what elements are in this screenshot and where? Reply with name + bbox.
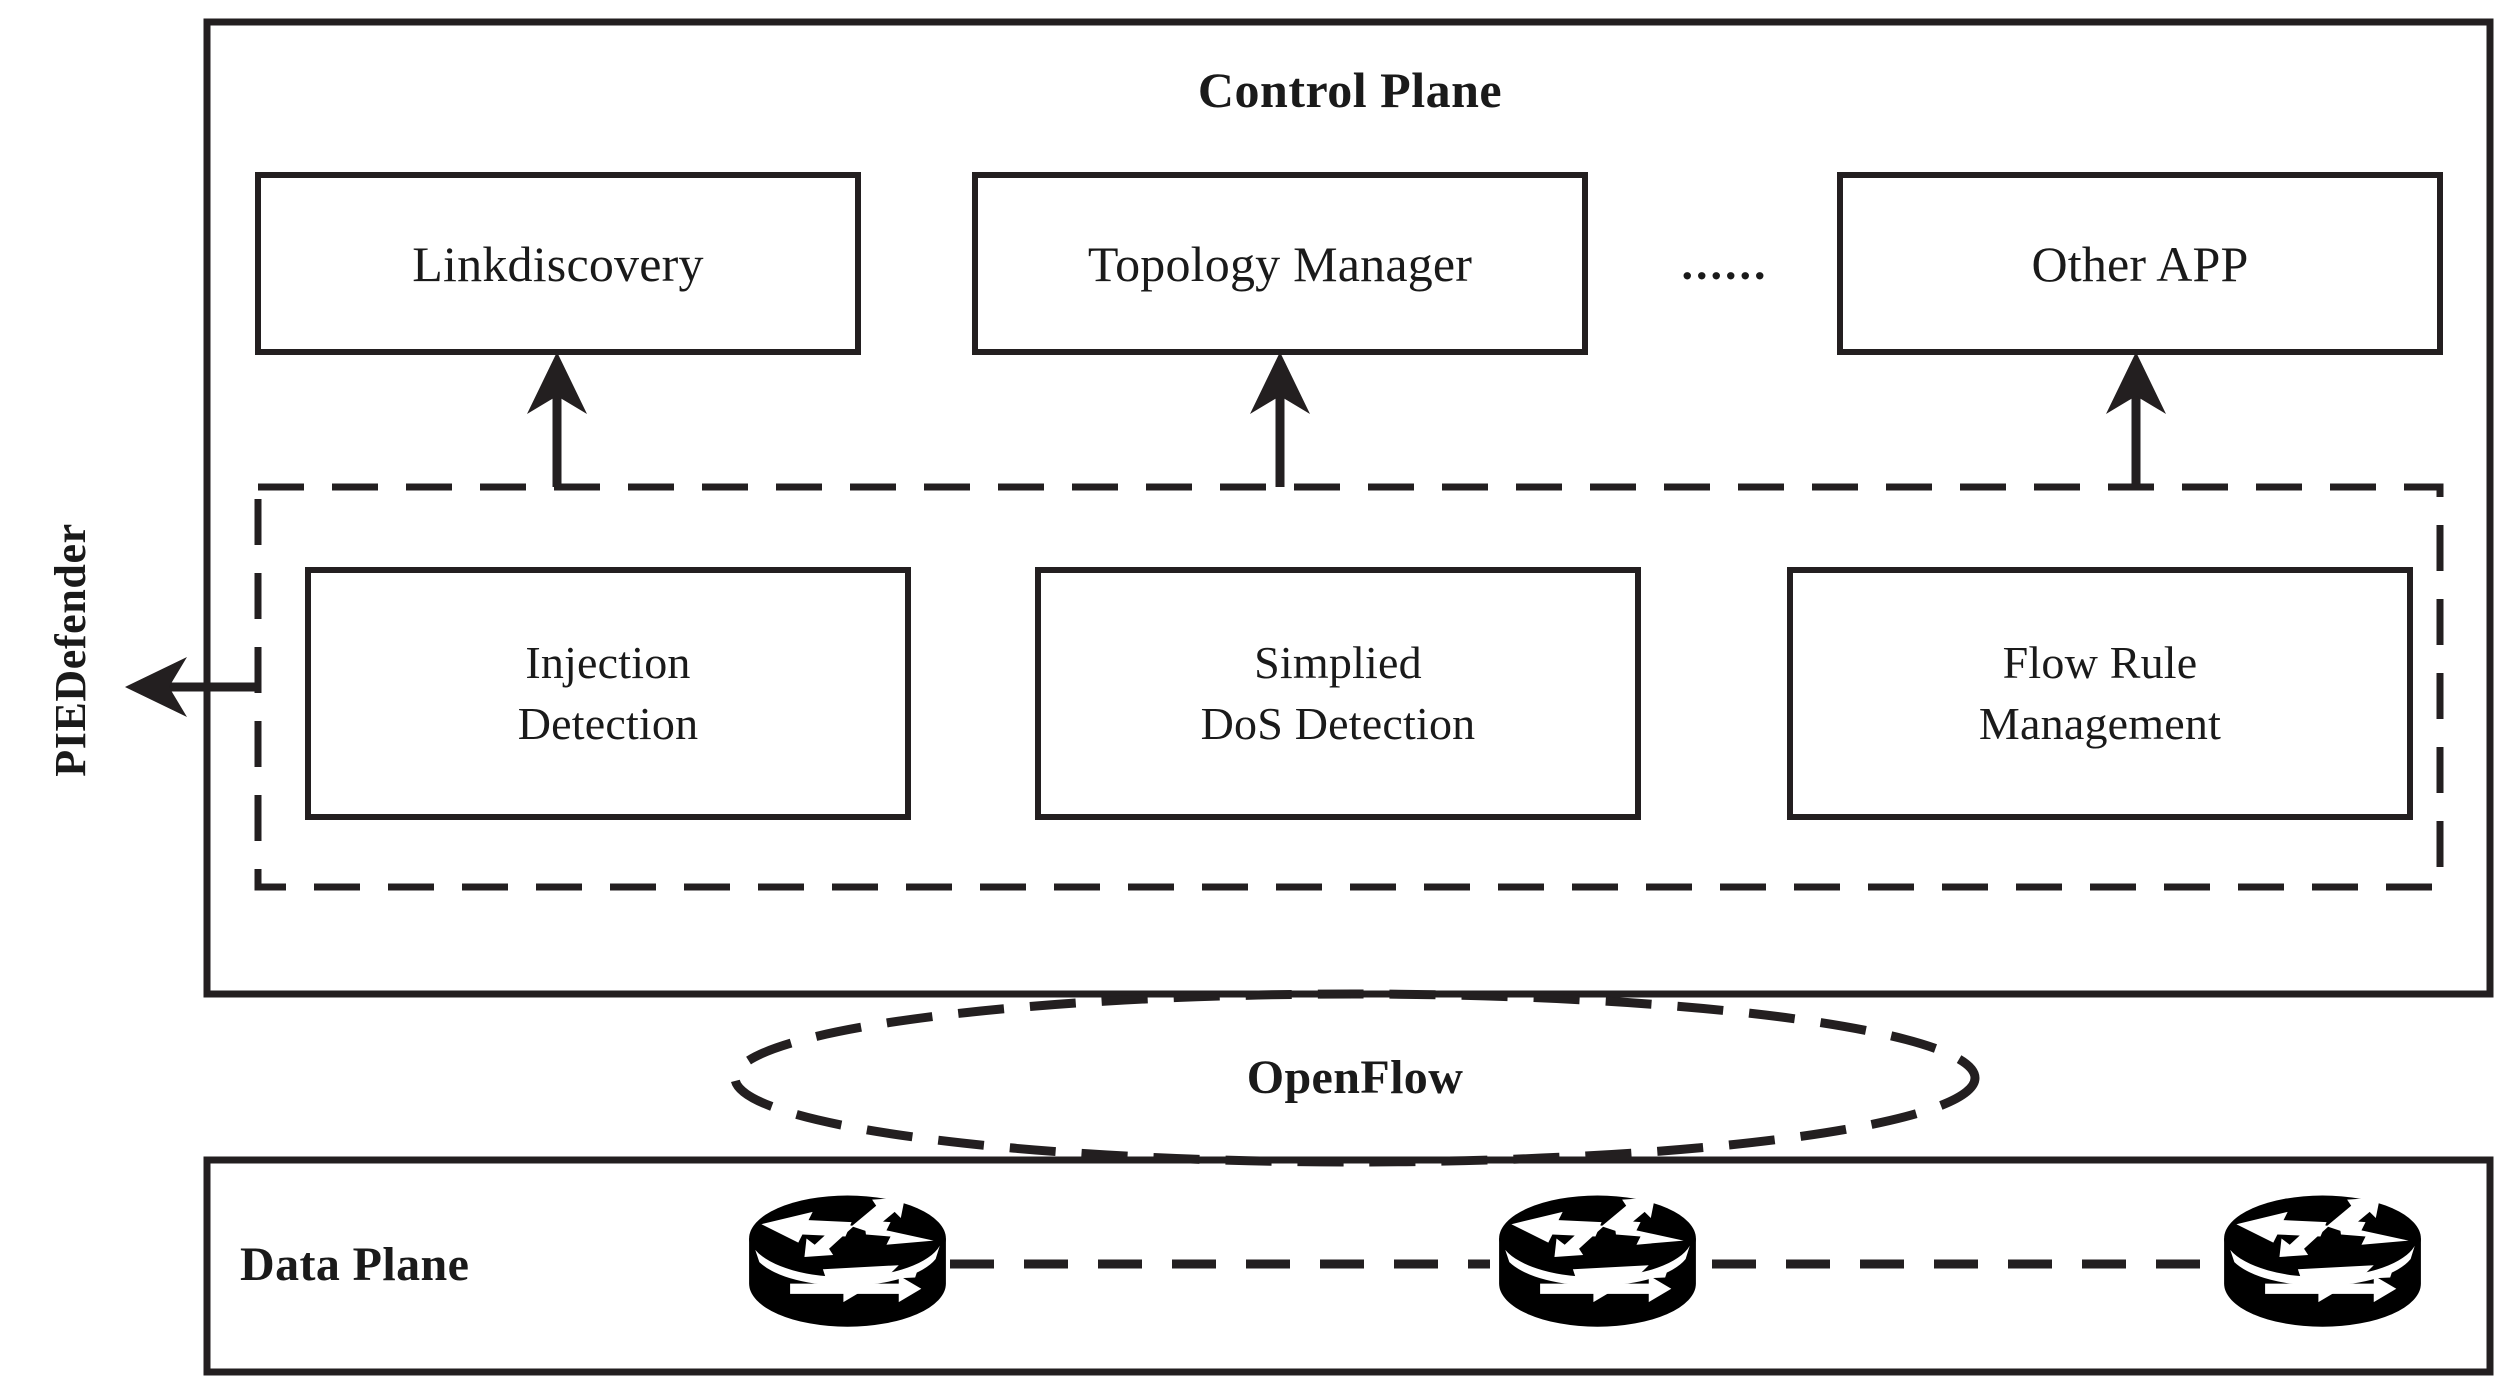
module-label-simplied-dos-detection: Simplied DoS Detection <box>1038 570 1638 817</box>
module-line-2: Detection <box>517 697 699 749</box>
module-label-injection-detection: Injection Detection <box>308 570 908 817</box>
module-box-flow-rule-management <box>1787 567 2413 820</box>
app-label-linkdiscovery: Linkdiscovery <box>412 235 704 292</box>
app-box-linkdiscovery <box>255 172 861 355</box>
module-line-1: Simplied <box>1254 636 1422 688</box>
connector-flowrule-to-other-app <box>2106 352 2166 487</box>
app-label-other-app: Other APP <box>2031 235 2249 292</box>
module-line-2: Management <box>1978 697 2222 749</box>
data-plane-box <box>203 1156 2494 1376</box>
module-line-1: Flow Rule <box>2002 636 2198 688</box>
data-plane-title: Data Plane <box>240 1238 470 1292</box>
openflow-ellipse <box>730 989 1980 1167</box>
module-label-flow-rule-management: Flow Rule Management <box>1790 570 2410 817</box>
connector-piedefender-output <box>125 657 258 717</box>
module-line-1: Injection <box>525 636 691 688</box>
app-box-other-app <box>1837 172 2443 355</box>
control-plane-box <box>203 18 2494 998</box>
connector-dos-to-topology-manager <box>1250 352 1310 487</box>
router-1-icon <box>749 1195 946 1327</box>
module-box-simplied-dos-detection <box>1035 567 1641 820</box>
app-ellipsis: ...... <box>1681 237 1769 289</box>
router-2-icon <box>1499 1195 1696 1327</box>
connector-injection-to-linkdiscovery <box>527 352 587 487</box>
module-line-2: DoS Detection <box>1200 697 1476 749</box>
router-3-icon <box>2224 1195 2421 1327</box>
openflow-label: OpenFlow <box>1246 1051 1464 1105</box>
app-box-topology-manager <box>972 172 1588 355</box>
app-label-topology-manager: Topology Manager <box>1087 235 1473 292</box>
control-plane-title: Control Plane <box>1197 62 1503 118</box>
module-box-injection-detection <box>305 567 911 820</box>
piedefender-side-label: PIEDefender <box>45 523 95 777</box>
